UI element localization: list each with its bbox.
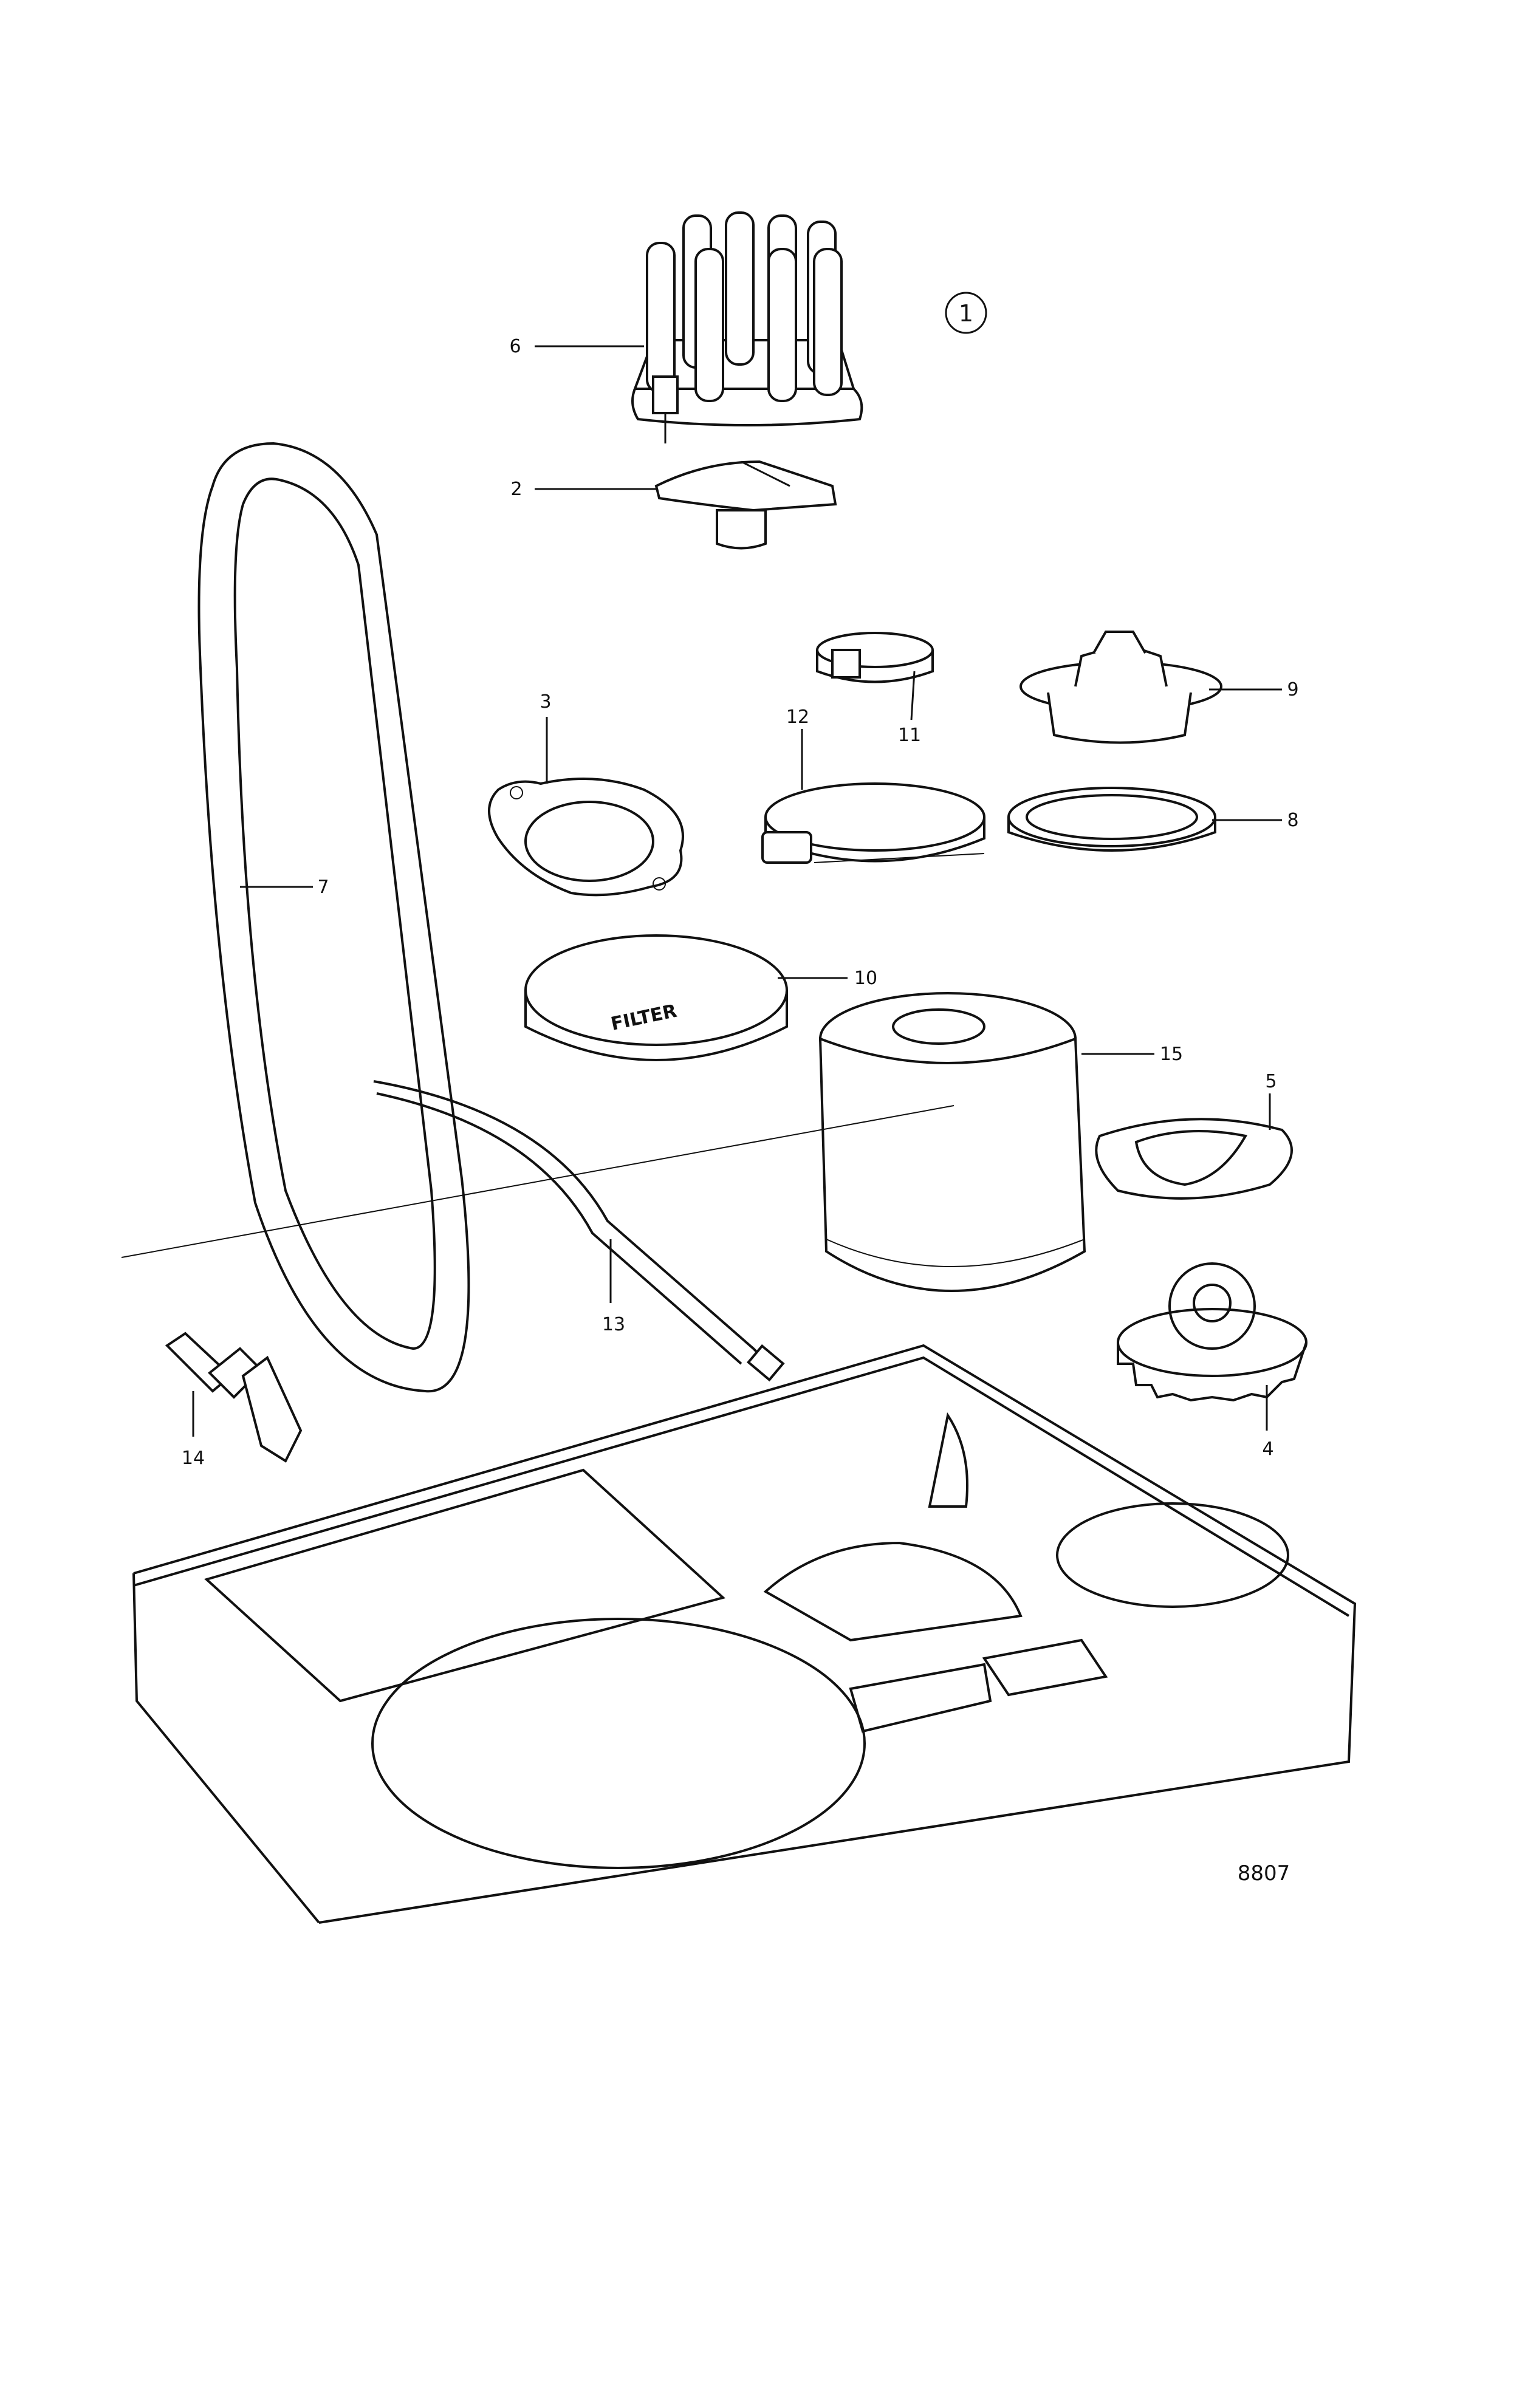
gasket bbox=[488, 778, 684, 897]
callout-14: 14 bbox=[182, 1448, 205, 1469]
callout-15: 15 bbox=[1160, 1044, 1183, 1065]
large-hose-clamp bbox=[761, 782, 985, 864]
callout-4: 4 bbox=[1262, 1438, 1273, 1460]
drive-belt bbox=[197, 442, 470, 1393]
cable-strap bbox=[373, 1080, 785, 1382]
storage-box bbox=[121, 1105, 1357, 1924]
callout-10: 10 bbox=[854, 968, 877, 989]
impeller bbox=[1117, 1262, 1307, 1402]
callout-6: 6 bbox=[509, 336, 521, 357]
callout-5: 5 bbox=[1265, 1071, 1277, 1092]
callout-9: 9 bbox=[1287, 679, 1298, 700]
callout-3: 3 bbox=[540, 691, 551, 713]
leader-lines bbox=[192, 345, 1282, 1437]
cover-gasket bbox=[1095, 1118, 1293, 1200]
small-hose-clamp bbox=[816, 632, 934, 683]
callout-2: 2 bbox=[510, 479, 522, 500]
spark-plug bbox=[165, 1332, 303, 1463]
filter-element: FILTER bbox=[524, 934, 788, 1061]
callout-13: 13 bbox=[602, 1314, 625, 1335]
figure-reference: 8807 bbox=[1238, 1861, 1290, 1886]
distributor-cap bbox=[631, 211, 863, 443]
callout-8: 8 bbox=[1287, 810, 1298, 831]
callout-7: 7 bbox=[317, 877, 329, 898]
kit-marker-circle bbox=[945, 292, 987, 334]
kit-marker: 1 bbox=[959, 300, 973, 327]
distributor-rotor bbox=[654, 460, 837, 550]
thermostat bbox=[1020, 631, 1222, 744]
callout-12: 12 bbox=[786, 706, 809, 728]
callout-11: 11 bbox=[898, 725, 921, 746]
oil-filter bbox=[818, 992, 1086, 1292]
seal-ring bbox=[1007, 787, 1216, 852]
